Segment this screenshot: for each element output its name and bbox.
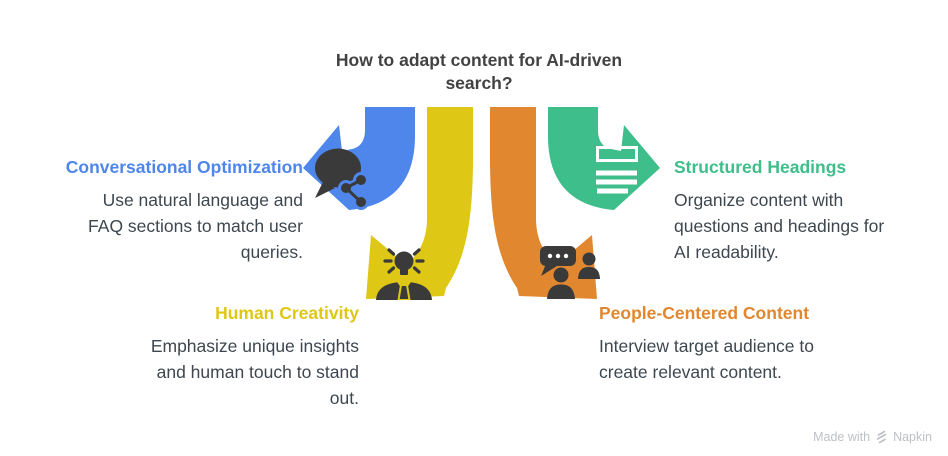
section-human-creativity: Human Creativity Emphasize unique insigh… — [151, 302, 359, 411]
section-body: Emphasize unique insights and human touc… — [150, 336, 359, 408]
section-heading: Structured Headings — [674, 157, 847, 177]
person-lightbulb-icon — [376, 248, 432, 300]
section-heading: People-Centered Content — [599, 303, 810, 323]
section-structured-headings: Structured Headings Organize content wit… — [674, 156, 884, 265]
watermark-brand: Napkin — [893, 430, 932, 444]
section-body: Interview target audience to create rele… — [599, 336, 814, 382]
people-conversation-icon — [540, 246, 600, 299]
section-body: Use natural language and FAQ sections to… — [88, 190, 303, 262]
page-title: How to adapt content for AI-driven searc… — [335, 50, 623, 93]
section-people-centered-content: People-Centered Content Interview target… — [599, 302, 814, 385]
section-conversational-optimization: Conversational Optimization Use natural … — [66, 156, 303, 265]
section-heading: Human Creativity — [215, 303, 359, 323]
human-creativity-arrow-down-left — [366, 107, 473, 299]
document-headings-icon — [596, 146, 638, 194]
chat-share-icon — [315, 148, 369, 210]
made-with-napkin-watermark: Made with Napkin — [813, 430, 932, 444]
section-heading: Conversational Optimization — [65, 157, 303, 177]
watermark-text: Made with — [813, 430, 871, 444]
people-content-arrow-down-right — [490, 107, 597, 299]
section-body: Organize content with questions and head… — [674, 190, 885, 262]
napkin-logo-icon — [876, 430, 887, 444]
